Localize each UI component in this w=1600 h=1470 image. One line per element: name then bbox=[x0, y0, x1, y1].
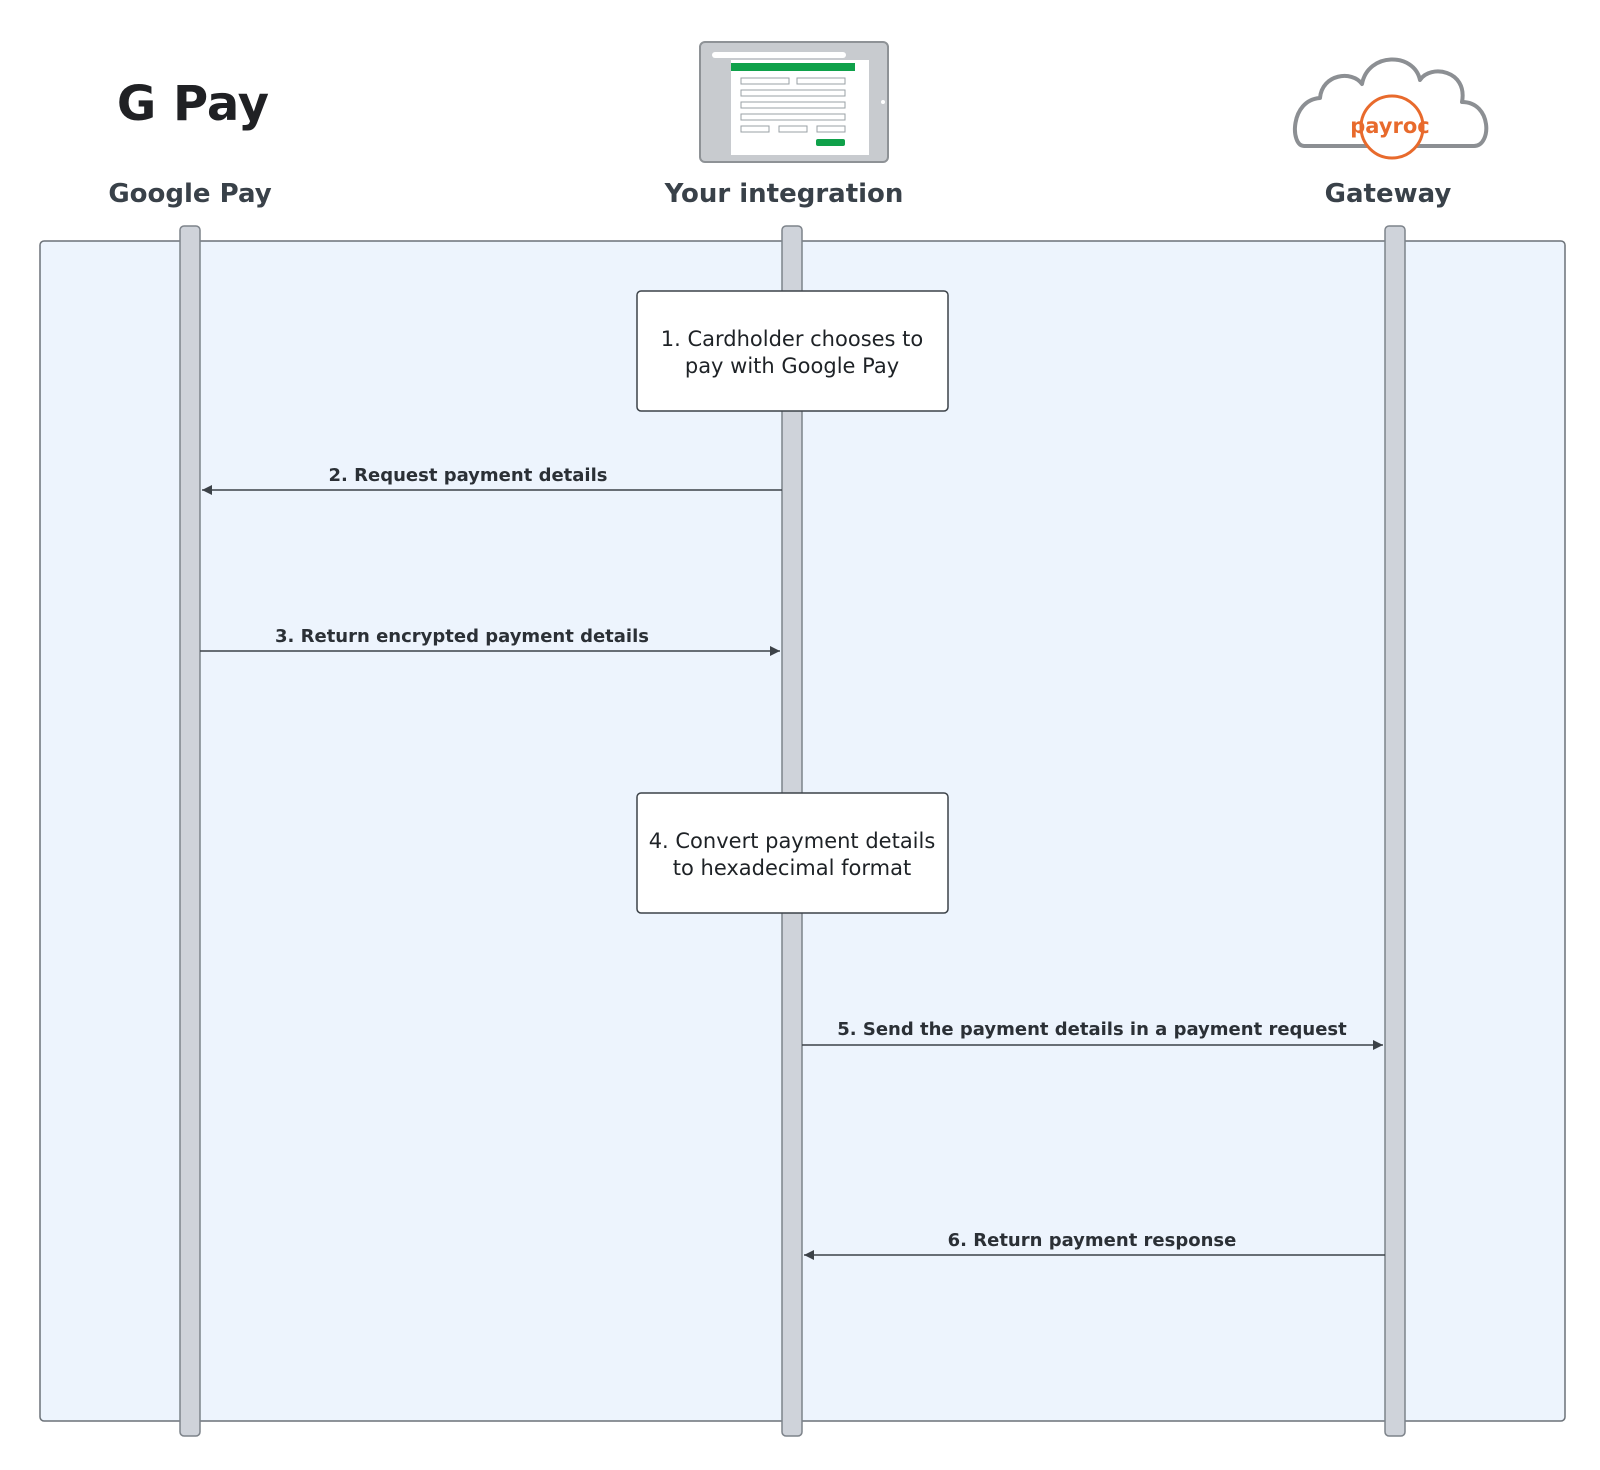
actor-title-google-pay: Google Pay bbox=[108, 179, 271, 209]
note-step-4: 4. Convert payment details to hexadecima… bbox=[636, 792, 949, 914]
message-step-3: 3. Return encrypted payment details bbox=[200, 626, 780, 656]
message-step-6-label: 6. Return payment response bbox=[948, 1230, 1237, 1251]
note-step-1-line-2: pay with Google Pay bbox=[685, 354, 899, 378]
google-pay-logo-icon: G Pay bbox=[117, 76, 269, 132]
message-step-2: 2. Request payment details bbox=[202, 465, 782, 495]
lifeline-google-pay bbox=[179, 225, 201, 1437]
browser-form-window-icon bbox=[699, 41, 889, 163]
message-step-3-label: 3. Return encrypted payment details bbox=[275, 626, 649, 647]
note-step-4-line-2: to hexadecimal format bbox=[673, 856, 911, 880]
payroc-cloud-logo-icon: payroc bbox=[1292, 57, 1489, 160]
actor-title-gateway: Gateway bbox=[1325, 179, 1452, 209]
message-step-5: 5. Send the payment details in a payment… bbox=[802, 1019, 1383, 1050]
message-step-6: 6. Return payment response bbox=[804, 1230, 1385, 1260]
payroc-logo-text: payroc bbox=[1350, 114, 1429, 138]
actor-title-your-integration: Your integration bbox=[664, 179, 904, 209]
google-pay-logo-text: G Pay bbox=[117, 76, 269, 132]
lifeline-gateway bbox=[1384, 225, 1406, 1437]
message-step-2-label: 2. Request payment details bbox=[329, 465, 608, 486]
note-step-4-line-1: 4. Convert payment details bbox=[649, 829, 936, 853]
message-step-5-label: 5. Send the payment details in a payment… bbox=[837, 1019, 1347, 1040]
note-step-1: 1. Cardholder chooses to pay with Google… bbox=[636, 290, 949, 412]
note-step-1-line-1: 1. Cardholder chooses to bbox=[661, 327, 924, 351]
